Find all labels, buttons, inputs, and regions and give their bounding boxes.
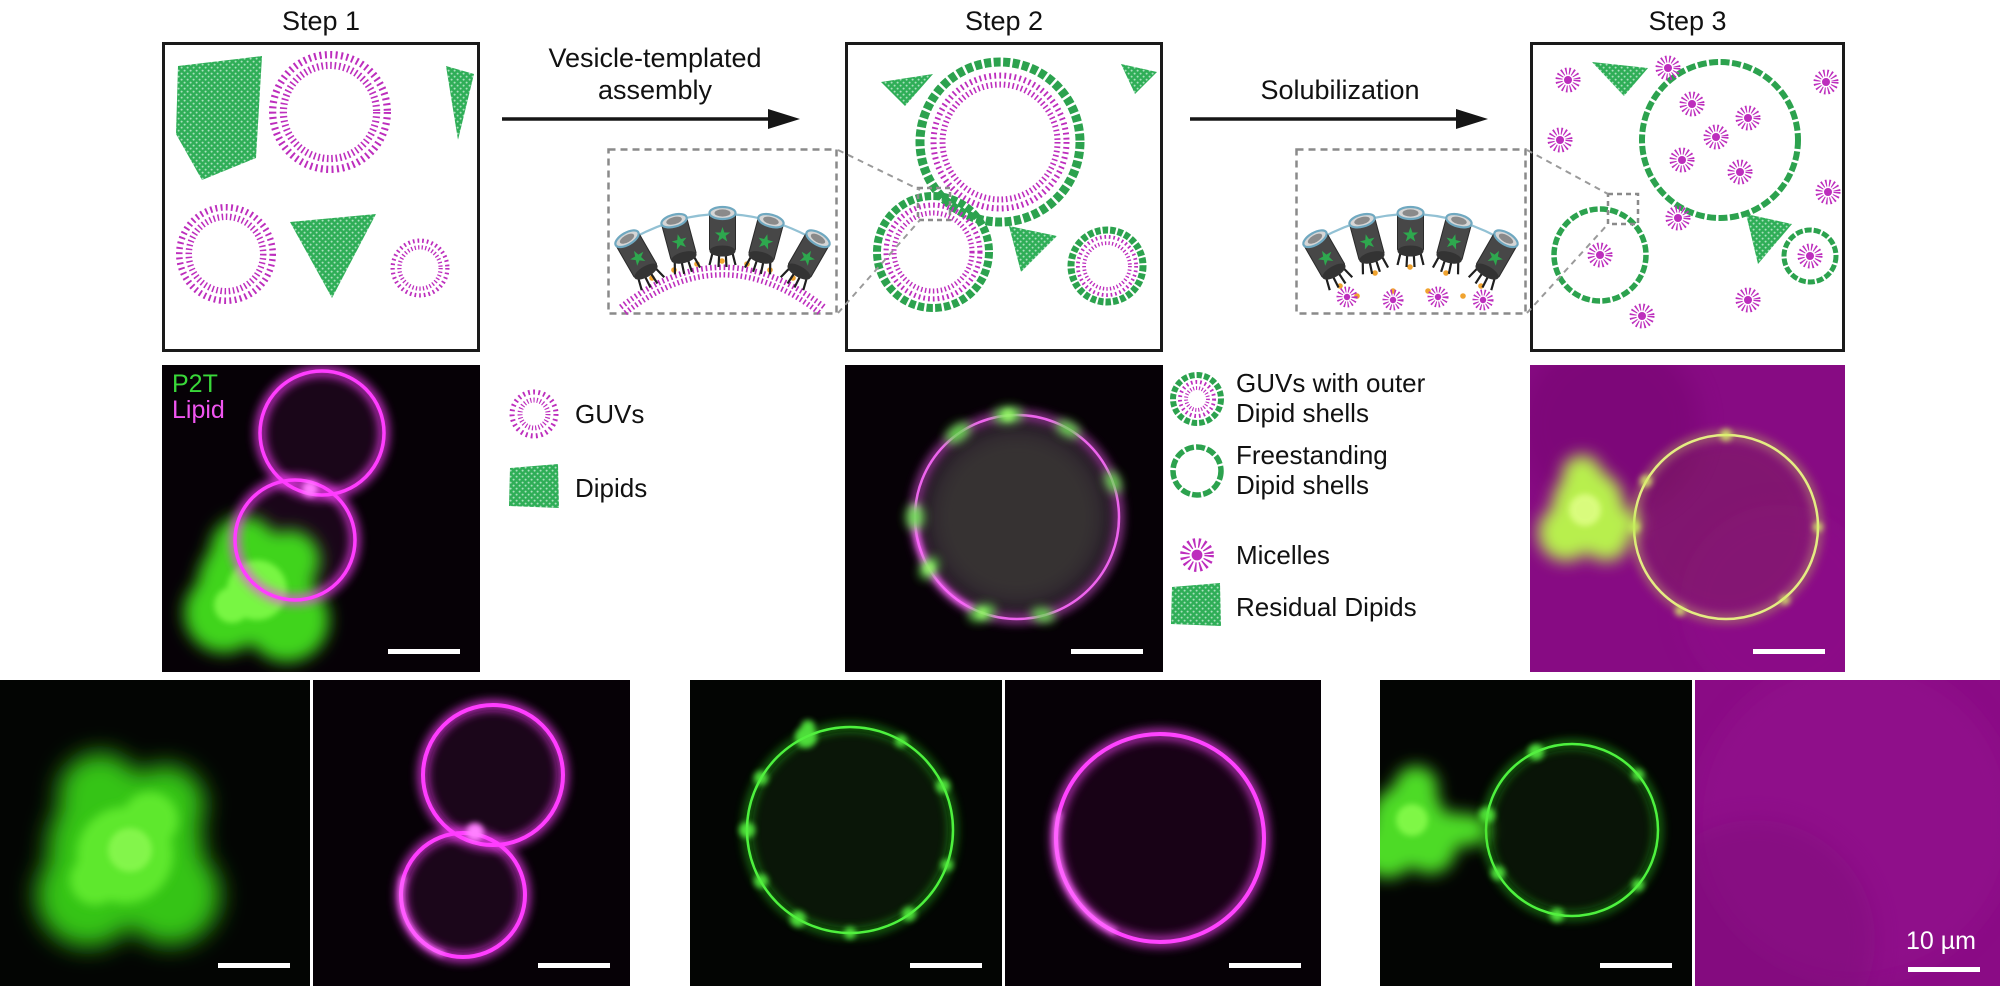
scale-bar	[1753, 649, 1825, 654]
arrow1-label: Vesicle-templated assembly	[495, 42, 815, 106]
legend-dipids-label: Dipids	[575, 473, 648, 503]
dipid-sheet-icon	[176, 56, 474, 298]
micrograph-step1-magenta	[313, 680, 630, 986]
scale-bar	[910, 963, 982, 968]
arrow2-line1: Solubilization	[1260, 75, 1420, 105]
micrograph-step2-green	[690, 680, 1002, 986]
arrow-right-icon	[1190, 109, 1488, 129]
step1-panel	[162, 42, 480, 352]
arrow-right-icon	[502, 109, 800, 129]
scale-bar	[538, 963, 610, 968]
micrograph-step3-magenta: 10 µm	[1695, 680, 2000, 986]
legend-guv-icon	[505, 385, 563, 443]
arrow1-line1: Vesicle-templated	[548, 43, 762, 73]
scale-bar	[218, 963, 290, 968]
step1-title: Step 1	[281, 6, 361, 36]
micrograph-step2-merged	[845, 365, 1163, 672]
legend-guvs-label: GUVs	[575, 399, 645, 429]
scale-bar-label: 10 µm	[1906, 927, 1976, 955]
guv-icon	[176, 51, 450, 304]
residual-dipid-icon	[1592, 62, 1792, 264]
arrow1-line2: assembly	[597, 75, 713, 105]
channel-label-lipid: Lipid	[172, 396, 225, 424]
scale-bar	[1071, 649, 1143, 654]
step3-title: Step 3	[1648, 6, 1727, 36]
arrow2-label: Solubilization	[1185, 74, 1495, 106]
channel-label-p2t: P2T	[172, 370, 218, 398]
legend-freestanding-shell-icon	[1166, 440, 1228, 502]
molecular-inset-step3	[1295, 148, 1527, 315]
step2-panel	[845, 42, 1163, 352]
legend-residual-dipids-icon	[1168, 580, 1224, 630]
legend-item2-line1: Freestanding	[1236, 440, 1388, 470]
legend-guv-with-shell-icon	[1166, 368, 1228, 430]
legend-item4-label: Residual Dipids	[1236, 592, 1417, 622]
micrograph-step1-green	[0, 680, 310, 986]
legend-item1-line1: GUVs with outer	[1236, 368, 1426, 398]
guv-with-shell-icon	[873, 57, 1147, 312]
scale-bar	[1229, 963, 1301, 968]
legend-item3-label: Micelles	[1236, 540, 1330, 570]
scale-bar	[388, 649, 460, 654]
legend-micelle-icon	[1174, 532, 1220, 578]
residual-dipid-icon	[881, 64, 1157, 272]
micrograph-step3-green	[1380, 680, 1692, 986]
step2-title: Step 2	[964, 6, 1044, 36]
zoom-region-box	[916, 186, 952, 222]
step3-panel	[1530, 42, 1845, 352]
molecular-inset-step2	[607, 148, 838, 315]
legend-item1-line2: Dipid shells	[1236, 398, 1369, 428]
vesicle-rings	[230, 366, 389, 605]
zoom-region-box	[1606, 192, 1640, 226]
scale-bar	[1908, 967, 1980, 972]
scale-bar	[1600, 963, 1672, 968]
micrograph-step1-merged: P2T Lipid	[162, 365, 480, 672]
micrograph-step3-merged	[1530, 365, 1845, 672]
micrograph-step2-magenta	[1005, 680, 1321, 986]
legend-dipids-icon	[506, 460, 562, 512]
legend-item2-line2: Dipid shells	[1236, 470, 1369, 500]
